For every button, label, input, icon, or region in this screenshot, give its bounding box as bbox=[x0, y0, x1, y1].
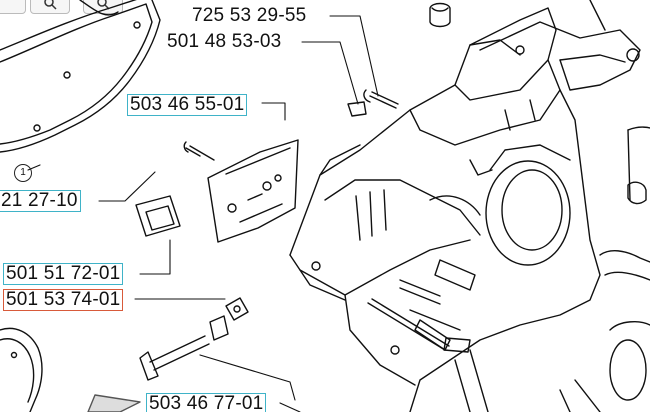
zoom-in-button[interactable] bbox=[30, 0, 70, 14]
chain-guide-plate-part bbox=[207, 139, 299, 243]
nut-part bbox=[209, 297, 249, 341]
bushing-part bbox=[135, 195, 181, 237]
part-label-503-46-55-01[interactable]: 503 46 55-01 bbox=[127, 94, 248, 116]
lower-cover-part bbox=[0, 327, 43, 412]
part-label-501-51-72-01[interactable]: 501 51 72-01 bbox=[3, 263, 124, 285]
screw-small-part bbox=[183, 141, 215, 161]
side-cover-part bbox=[0, 0, 161, 153]
crankcase-part bbox=[289, 7, 601, 412]
part-label-503-46-77-01[interactable]: 503 46 77-01 bbox=[146, 393, 267, 412]
right-housing-part bbox=[454, 126, 650, 412]
part-label-501-53-74-01[interactable]: 501 53 74-01 bbox=[3, 289, 124, 311]
long-screw-part bbox=[139, 335, 210, 381]
part-label-21-27-10[interactable]: 21 27-10 bbox=[0, 190, 81, 212]
toolbar-button-left[interactable] bbox=[0, 0, 26, 14]
bracket-part bbox=[429, 0, 641, 91]
top-screws-part bbox=[347, 89, 399, 117]
part-label-501-48-53-03[interactable]: 501 48 53-03 bbox=[167, 31, 282, 52]
pin-part bbox=[367, 298, 471, 353]
callout-marker: 1 bbox=[14, 164, 32, 182]
zoom-in-icon bbox=[44, 0, 57, 10]
part-label-725-53-29-55[interactable]: 725 53 29-55 bbox=[192, 5, 307, 26]
